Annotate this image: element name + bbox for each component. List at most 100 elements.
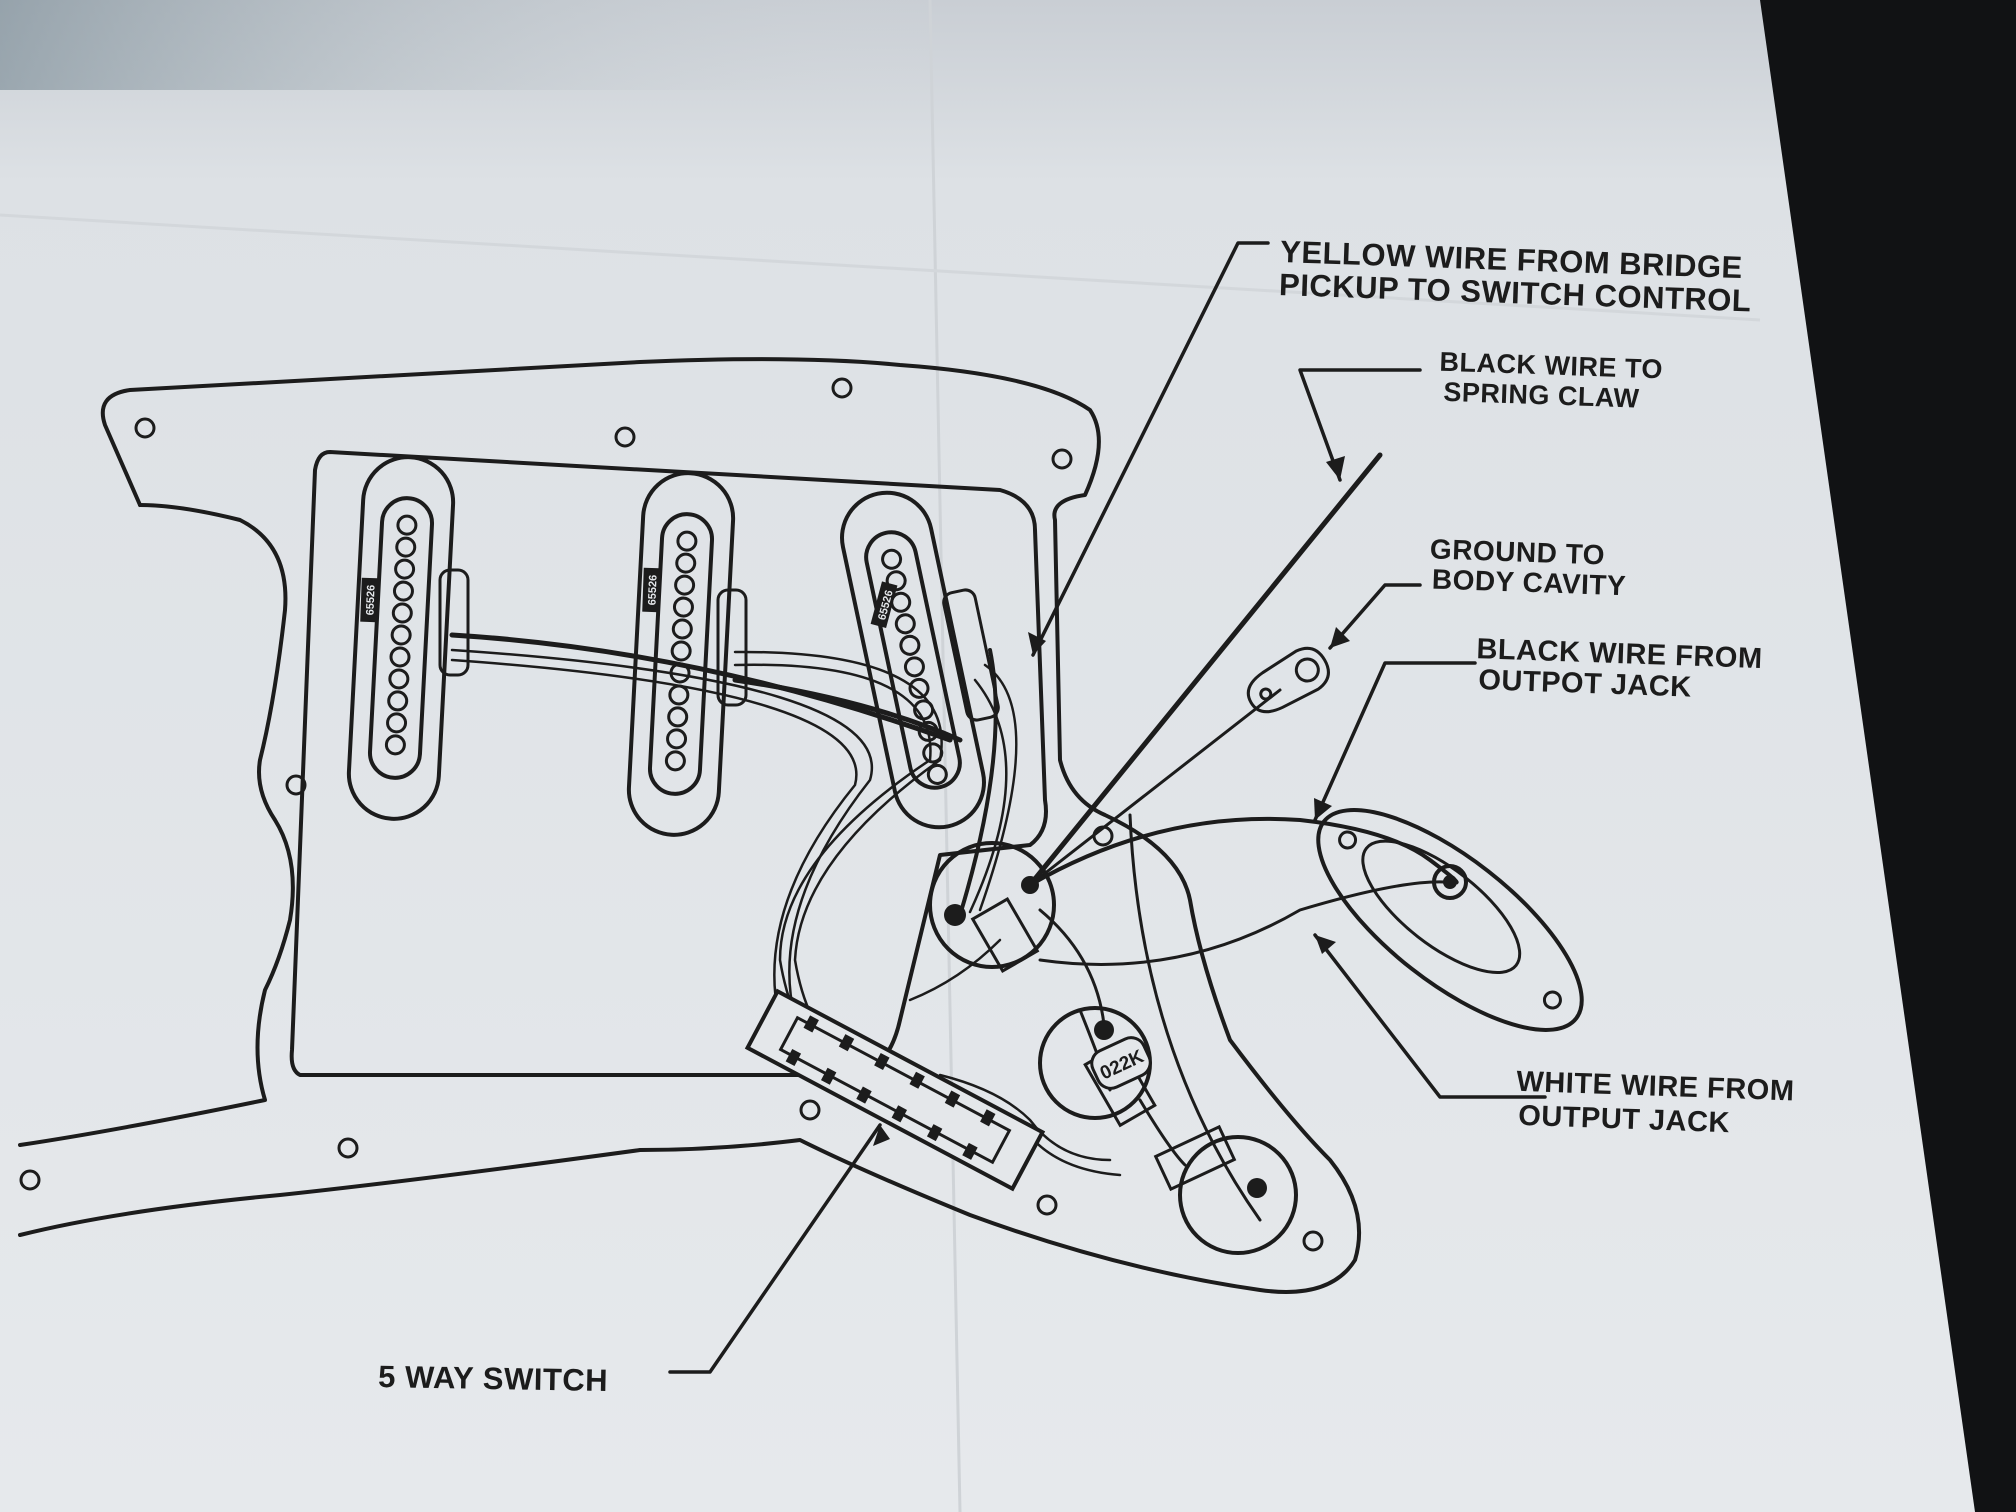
pole-piece bbox=[674, 574, 696, 596]
pole-piece bbox=[392, 580, 414, 602]
pole-piece bbox=[670, 640, 692, 662]
wire-ground-claw bbox=[1027, 452, 1383, 888]
leader-black-wire-claw bbox=[1298, 368, 1422, 482]
wire-output-white bbox=[1038, 880, 1447, 966]
callout-five-way-switch: 5 WAY SWITCH bbox=[378, 1359, 609, 1398]
pole-piece bbox=[391, 602, 413, 624]
svg-text:65526: 65526 bbox=[646, 575, 659, 606]
pole-piece bbox=[894, 613, 916, 635]
ground-lug bbox=[1246, 646, 1330, 714]
pole-piece bbox=[926, 763, 948, 785]
pole-piece bbox=[672, 596, 694, 618]
arrowhead bbox=[1330, 627, 1350, 648]
tone-pot-2-lugs bbox=[1153, 1124, 1237, 1192]
screw-hole bbox=[614, 426, 636, 448]
screw-hole bbox=[831, 377, 853, 399]
volume-pot bbox=[928, 841, 1056, 969]
wire-tone-to-tone bbox=[1138, 1098, 1187, 1167]
arrowhead bbox=[1326, 456, 1345, 480]
wire-neck-white-2 bbox=[450, 658, 858, 1042]
tone-capacitor: 022K bbox=[1090, 1036, 1152, 1090]
wire-middle-white-2 bbox=[733, 650, 943, 1052]
pole-piece bbox=[664, 750, 686, 772]
pole-piece bbox=[666, 728, 688, 750]
pole-piece bbox=[885, 570, 907, 592]
paper-fold bbox=[928, 0, 962, 1512]
screw-hole bbox=[1051, 448, 1073, 470]
pole-piece-row bbox=[384, 514, 418, 756]
callout-ground-line1: GROUND TO bbox=[1429, 533, 1605, 570]
pickguard-bass-side bbox=[18, 503, 295, 1147]
wire-ground-cavity bbox=[1028, 688, 1282, 887]
leader-five-way-switch bbox=[668, 1123, 882, 1374]
screw-hole bbox=[337, 1137, 359, 1159]
pickup-label-neck: 65526 bbox=[360, 577, 378, 623]
wire-switch-to-vol bbox=[908, 938, 1002, 1002]
screw-hole bbox=[134, 417, 156, 439]
callout-black-wire-claw-line2: SPRING CLAW bbox=[1443, 377, 1640, 414]
screw-hole bbox=[1302, 1230, 1324, 1252]
solder-point bbox=[1247, 1178, 1267, 1198]
body-edge-arc bbox=[1128, 813, 1262, 1222]
pole-piece bbox=[387, 690, 409, 712]
pole-piece bbox=[390, 624, 412, 646]
pole-piece bbox=[388, 668, 410, 690]
screw-hole bbox=[19, 1169, 41, 1191]
pickup-label-middle: 65526 bbox=[642, 567, 660, 613]
leader-black-wire-jack bbox=[1313, 661, 1477, 822]
wire-neck-white bbox=[450, 648, 873, 1037]
solder-point bbox=[1021, 876, 1039, 894]
solder-point bbox=[1094, 1020, 1114, 1040]
wire-neck-black bbox=[449, 632, 953, 743]
paper-shadow bbox=[0, 0, 950, 90]
volume-pot-lugs bbox=[970, 896, 1040, 974]
screw-hole bbox=[1036, 1194, 1058, 1216]
screw-hole bbox=[285, 774, 307, 796]
pole-piece bbox=[386, 712, 408, 734]
pole-piece bbox=[675, 552, 697, 574]
wire-middle-black bbox=[732, 677, 963, 743]
leader-white-wire-jack bbox=[1313, 933, 1547, 1099]
screw-hole bbox=[799, 1099, 821, 1121]
pole-piece bbox=[389, 646, 411, 668]
arrowhead bbox=[1314, 798, 1332, 820]
pole-piece bbox=[384, 734, 406, 756]
callout-black-wire-jack-line2: OUTPOT JACK bbox=[1478, 664, 1692, 703]
solder-point bbox=[944, 904, 966, 926]
pole-piece bbox=[881, 548, 903, 570]
svg-text:65526: 65526 bbox=[364, 585, 377, 616]
arrowhead bbox=[1315, 935, 1336, 954]
wire-bridge-white-2 bbox=[968, 678, 1008, 914]
pickguard-outline bbox=[18, 357, 1362, 1294]
pole-piece bbox=[908, 677, 930, 699]
arrowhead bbox=[1028, 632, 1046, 655]
pole-piece bbox=[667, 706, 689, 728]
arrowhead bbox=[873, 1125, 890, 1146]
pole-piece bbox=[396, 514, 418, 536]
paper-fold-horizontal bbox=[0, 213, 1761, 322]
pole-piece-row bbox=[881, 548, 948, 785]
bridge-pickup bbox=[840, 490, 986, 830]
wire-switch-tone bbox=[938, 1073, 1112, 1162]
callout-ground-line2: BODY CAVITY bbox=[1431, 564, 1626, 602]
neck-pickup bbox=[346, 455, 456, 821]
pole-piece bbox=[676, 530, 698, 552]
callout-white-wire-jack-line2: OUTPUT JACK bbox=[1518, 1100, 1731, 1139]
leader-ground bbox=[1328, 583, 1422, 650]
pole-piece bbox=[671, 618, 693, 640]
paper-sheet bbox=[0, 0, 1975, 1512]
wire-bridge-black bbox=[958, 648, 998, 917]
wire-bridge-white bbox=[978, 663, 1018, 912]
leader-yellow-wire bbox=[1031, 241, 1270, 657]
pole-piece bbox=[903, 656, 925, 678]
output-jack-center bbox=[1443, 875, 1457, 889]
pole-piece bbox=[394, 558, 416, 580]
middle-pickup bbox=[626, 471, 736, 837]
bridge-pickup-lugs bbox=[942, 588, 1000, 722]
tone-pot-2 bbox=[1178, 1135, 1298, 1255]
pole-piece bbox=[899, 634, 921, 656]
five-way-switch-body bbox=[744, 988, 1046, 1192]
middle-pickup-lugs bbox=[716, 588, 748, 707]
